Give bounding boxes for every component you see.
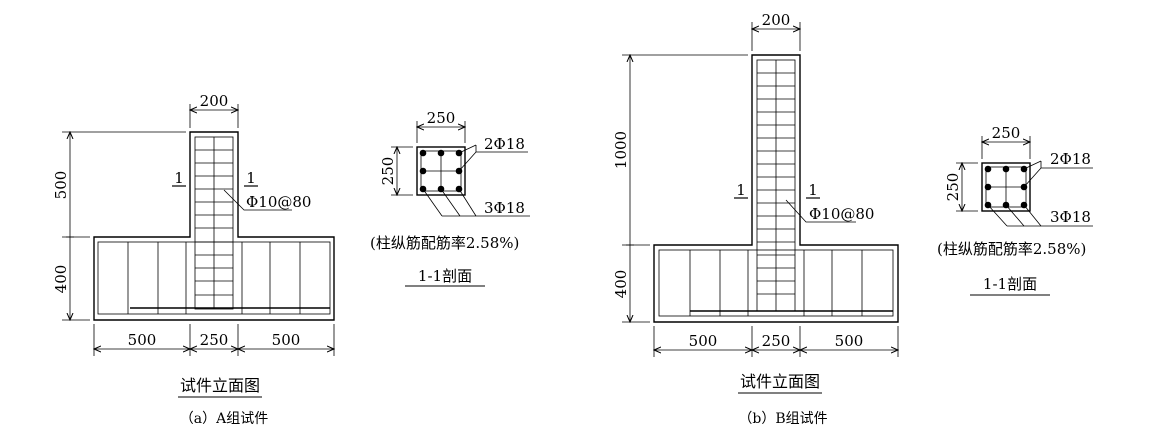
- dim-a-column-height: 500: [52, 171, 70, 200]
- stirrup-leader-a: [223, 189, 292, 211]
- dim-b-base-mid: 250: [762, 332, 791, 350]
- specimen-a-outline: [93, 131, 335, 321]
- section-title-a: 1-1剖面: [418, 267, 472, 285]
- stirrup-label-a: Φ10@80: [246, 193, 311, 211]
- dim-b-column-height: 1000: [612, 131, 630, 169]
- caption-b: （b）B组试件: [738, 411, 827, 427]
- stirrup-label-b: Φ10@80: [809, 205, 874, 223]
- base-b-stirrups: [689, 250, 863, 316]
- section-a-leaders: [422, 144, 530, 217]
- dim-b-top: [752, 22, 800, 51]
- column-b-cage: [756, 59, 796, 312]
- elevation-title-b: 试件立面图: [740, 372, 820, 391]
- dim-a-column-width: 200: [200, 92, 229, 110]
- dim-b-base-height: 400: [612, 270, 630, 299]
- section-b-bars-top: 2Φ18: [1050, 150, 1091, 168]
- caption-a: （a）A组试件: [180, 411, 268, 427]
- stirrup-leader-b: [785, 199, 856, 223]
- panel-a: [62, 104, 530, 398]
- section-a-height: 250: [379, 157, 397, 186]
- column-a-cage: [194, 136, 234, 310]
- dim-a-base-right: 500: [272, 331, 301, 349]
- dim-a-top: [190, 104, 238, 128]
- section-mark-a-left: 1: [174, 169, 184, 187]
- dim-b-bottom: [654, 326, 898, 357]
- section-a-dims: [391, 121, 465, 195]
- ratio-note-a: (柱纵筋配筋率2.58%): [370, 234, 519, 252]
- dim-b-left: [622, 55, 748, 322]
- section-b-height: 250: [944, 173, 962, 202]
- section-b-bars-bottom: 3Φ18: [1050, 208, 1091, 226]
- dim-b-column-width: 200: [762, 11, 791, 29]
- section-mark-a-right: 1: [246, 169, 256, 187]
- section-b-leaders: [987, 160, 1093, 227]
- dim-b-base-left: 500: [689, 332, 718, 350]
- section-a-width: 250: [427, 109, 456, 127]
- dim-b-base-right: 500: [835, 332, 864, 350]
- section-b-width: 250: [992, 124, 1021, 142]
- dim-a-bottom: [94, 324, 334, 356]
- section-b-dims: [956, 136, 1030, 211]
- specimen-b-outline: [653, 54, 899, 323]
- section-mark-b-right: 1: [808, 181, 818, 199]
- section-a-bars: [419, 149, 463, 193]
- section-a-bars-top: 2Φ18: [484, 135, 525, 153]
- ratio-note-b: (柱纵筋配筋率2.58%): [937, 240, 1086, 258]
- section-b-outline: [981, 162, 1031, 212]
- section-mark-b-left: 1: [736, 181, 746, 199]
- dim-a-base-mid: 250: [200, 331, 229, 349]
- base-a-stirrups: [127, 242, 301, 314]
- section-a-bars-bottom: 3Φ18: [484, 199, 525, 217]
- section-a-outline: [416, 146, 466, 196]
- dim-a-base-height: 400: [52, 265, 70, 294]
- dim-a-base-left: 500: [128, 331, 157, 349]
- section-title-b: 1-1剖面: [983, 275, 1037, 293]
- elevation-title-a: 试件立面图: [180, 376, 260, 395]
- panel-b: [622, 22, 1093, 394]
- dim-a-left: [62, 132, 186, 320]
